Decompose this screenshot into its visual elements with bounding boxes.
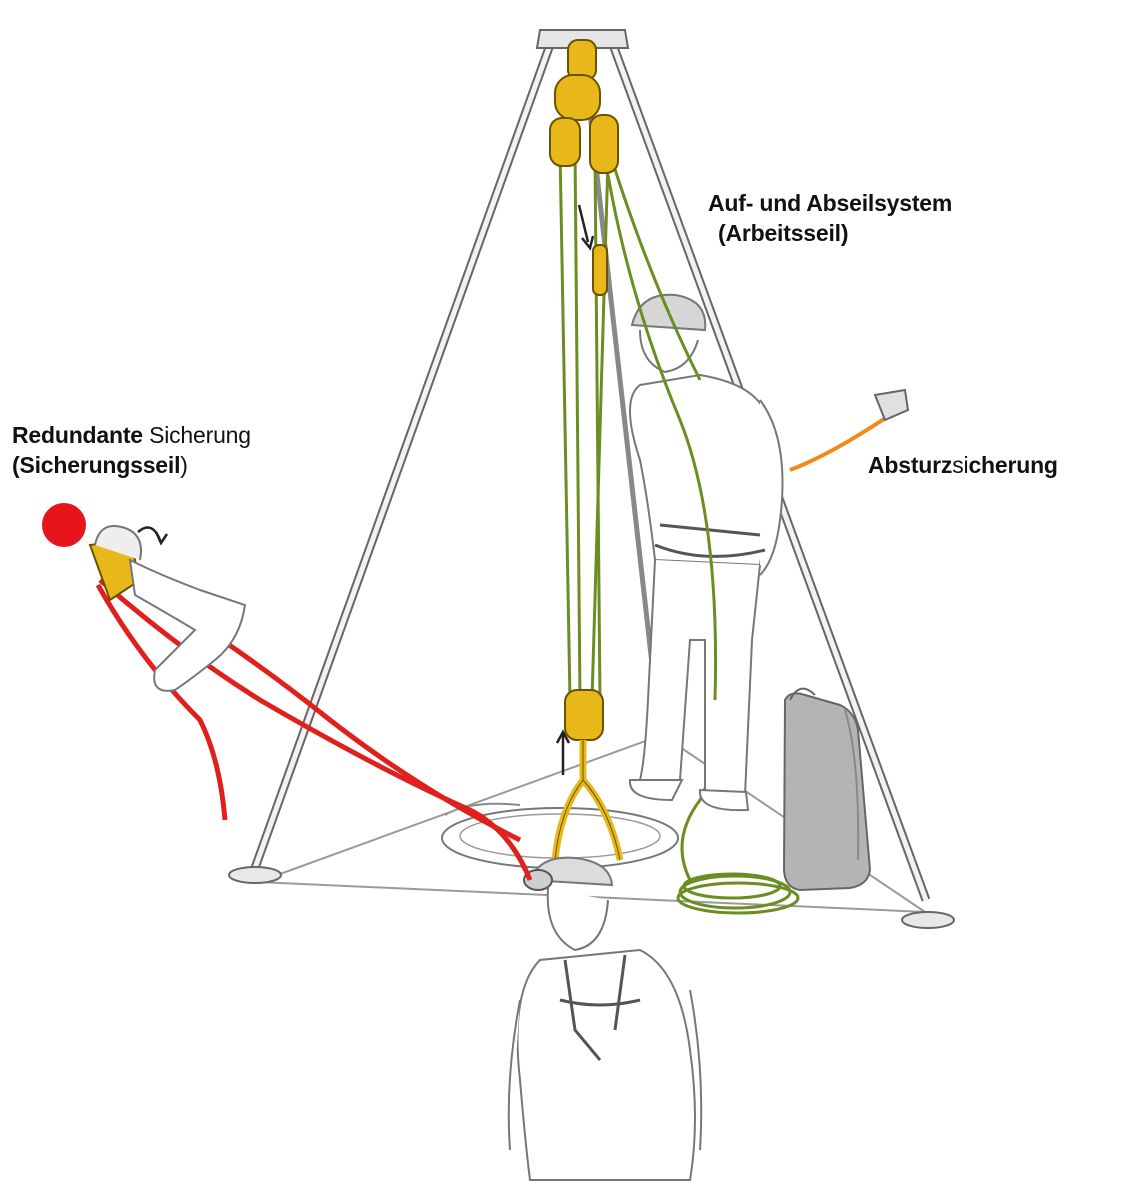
down-arrow-icon xyxy=(579,205,593,248)
backup-label-line2-bold: (Sicherungsseil xyxy=(12,452,180,478)
backup-label-line1-bold: Redundante xyxy=(12,422,143,448)
backup-label-line1-regular: Sicherung xyxy=(143,422,251,448)
backup-label-line2: (Sicherungsseil) xyxy=(12,450,251,480)
work-system-label: Auf- und Abseilsystem (Arbeitsseil) xyxy=(708,188,952,248)
rescuer-figure xyxy=(630,295,783,810)
fall-arrest-label-bold-a: Absturz xyxy=(868,452,952,478)
red-dot-marker xyxy=(42,503,86,547)
fall-arrest-label: Absturzsicherung xyxy=(868,450,1058,480)
backup-label-line1: Redundante Sicherung xyxy=(12,420,251,450)
operator-arm xyxy=(130,560,245,691)
fall-arrest-label-bold-b: cherung xyxy=(968,452,1057,478)
fall-arrest-label-regular: si xyxy=(952,452,968,478)
work-system-label-line1: Auf- und Abseilsystem xyxy=(708,190,952,216)
backup-system-label: Redundante Sicherung (Sicherungsseil) xyxy=(12,420,251,480)
rotation-arrow-icon xyxy=(138,528,167,544)
work-system-label-line2: (Arbeitsseil) xyxy=(708,218,952,248)
casualty-figure xyxy=(509,858,702,1180)
backup-label-line2-regular: ) xyxy=(180,452,187,478)
